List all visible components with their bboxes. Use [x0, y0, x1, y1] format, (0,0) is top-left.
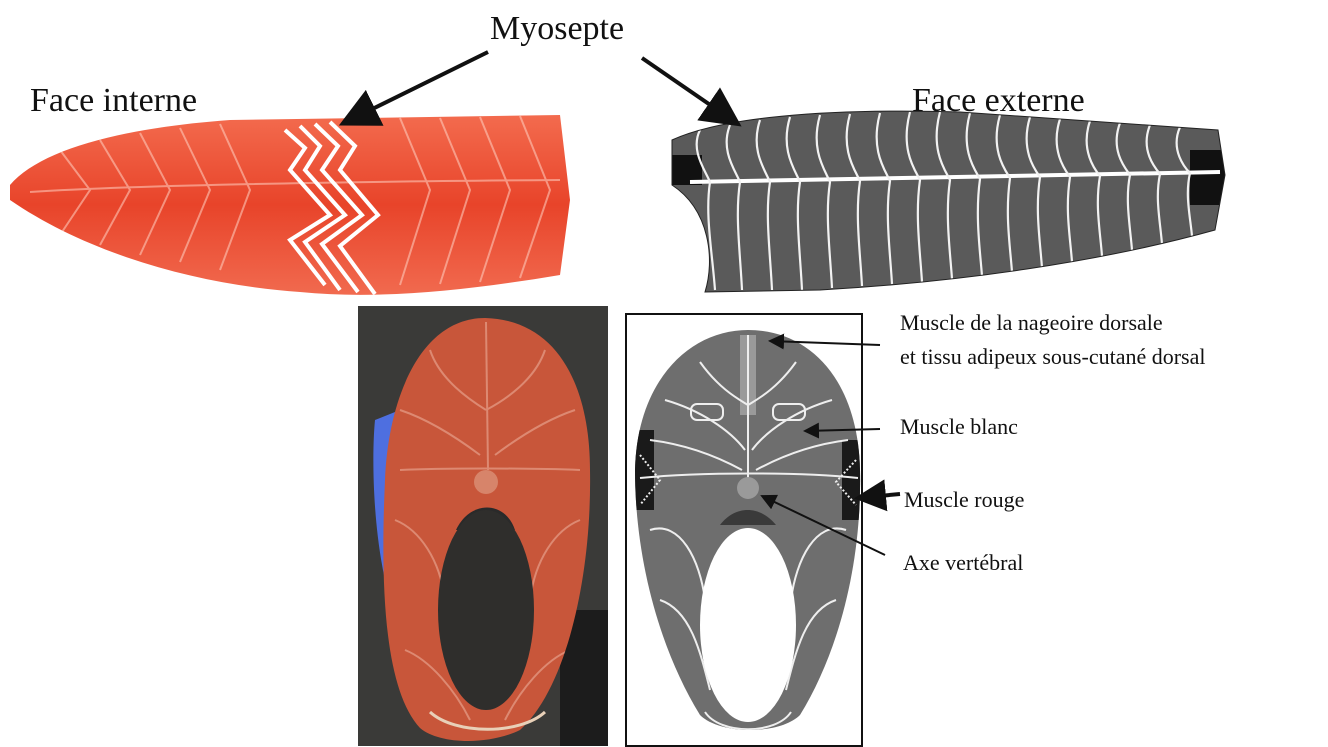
- arrow-myosepte-right: [642, 58, 735, 122]
- fillet-photo: [10, 115, 570, 295]
- label-muscle-blanc: Muscle blanc: [900, 416, 1018, 438]
- steak-photo: [358, 306, 608, 746]
- label-axe-vertebral: Axe vertébral: [903, 552, 1023, 574]
- arrow-myosepte-left: [346, 52, 488, 122]
- label-muscle-rouge: Muscle rouge: [904, 489, 1024, 511]
- arrow-muscle-rouge: [858, 494, 900, 498]
- steak-schematic: [626, 314, 864, 746]
- label-dorsal-line2: et tissu adipeux sous-cutané dorsal: [900, 346, 1206, 368]
- label-myosepte: Myosepte: [490, 12, 624, 46]
- fillet-schematic: [672, 111, 1225, 292]
- label-face-interne: Face interne: [30, 84, 197, 118]
- label-face-externe: Face externe: [912, 84, 1085, 118]
- label-dorsal-line1: Muscle de la nageoire dorsale: [900, 312, 1163, 334]
